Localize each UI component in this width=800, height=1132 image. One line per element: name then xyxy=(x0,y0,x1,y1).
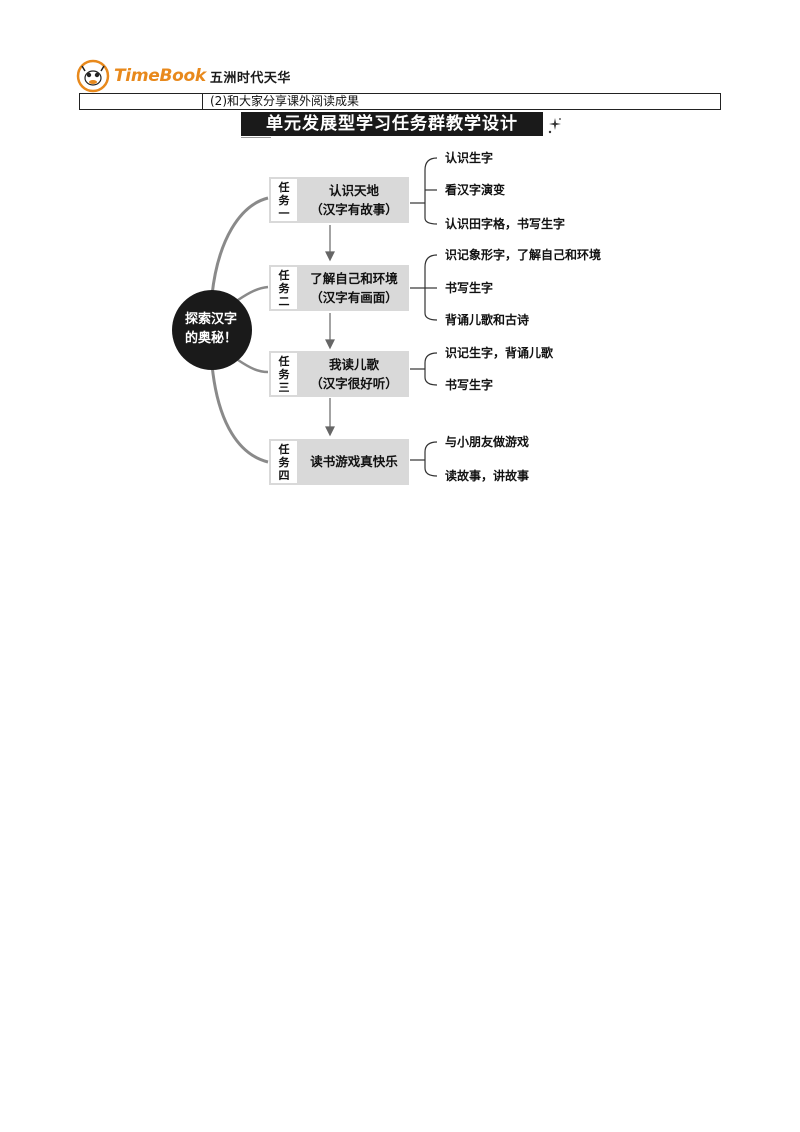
cow-mascot-icon xyxy=(76,59,110,93)
subtask-3-1: 识记生字，背诵儿歌 xyxy=(445,346,554,360)
tag-char: 任 xyxy=(278,442,290,456)
bracket-task-4 xyxy=(410,441,438,477)
bracket-task-1 xyxy=(410,157,438,225)
task-box-4: 任 务 四 读书游戏真快乐 xyxy=(269,439,409,485)
subtask-1-2: 看汉字演变 xyxy=(445,183,506,197)
center-node-label: 探索汉字 的奥秘！ xyxy=(170,310,252,348)
subtask-4-2: 读故事，讲故事 xyxy=(445,469,530,483)
tag-char: 务 xyxy=(278,193,290,207)
task-title-line: 认识天地 xyxy=(328,183,379,198)
task-box-3: 任 务 三 我读儿歌 （汉字很好听） xyxy=(269,351,409,397)
subtask-4-1: 与小朋友做游戏 xyxy=(445,435,530,449)
branch-task-4 xyxy=(210,364,269,464)
arrow-2-3 xyxy=(325,313,335,350)
logo-brand-text: TimeBook xyxy=(114,66,206,86)
bracket-task-3 xyxy=(410,352,438,386)
task-title-4: 读书游戏真快乐 xyxy=(299,452,409,471)
task-title-3: 我读儿歌 （汉字很好听） xyxy=(299,355,409,393)
tag-char: 三 xyxy=(278,380,290,394)
tag-char: 二 xyxy=(278,294,290,308)
tag-char: 务 xyxy=(278,455,290,469)
branch-task-1 xyxy=(210,196,269,296)
center-line-1: 探索汉字 xyxy=(184,312,237,327)
arrow-1-2 xyxy=(325,225,335,262)
logo-sub-text: 五洲时代天华 xyxy=(209,70,291,86)
tag-char: 一 xyxy=(278,206,290,220)
tag-char: 任 xyxy=(278,180,290,194)
task-title-line: （汉字有画面） xyxy=(310,290,398,305)
center-node xyxy=(172,290,252,370)
task-title-line: 我读儿歌 xyxy=(328,357,379,372)
banner-underline xyxy=(241,137,271,138)
sparkle-icon xyxy=(548,118,561,134)
subtask-2-2: 书写生字 xyxy=(445,281,494,295)
subtask-2-1: 识记象形字，了解自己和环境 xyxy=(445,248,602,262)
task-title-line: （汉字有故事） xyxy=(310,202,398,217)
task-tag-1: 任 务 一 xyxy=(271,179,297,221)
subtask-1-1: 认识生字 xyxy=(445,151,494,165)
task-tag-3: 任 务 三 xyxy=(271,353,297,395)
tag-char: 四 xyxy=(278,468,290,482)
task-box-1: 任 务 一 认识天地 （汉字有故事） xyxy=(269,177,409,223)
bracket-task-2 xyxy=(410,254,438,321)
tag-char: 务 xyxy=(278,281,290,295)
task-tag-4: 任 务 四 xyxy=(271,441,297,483)
subtask-1-3: 认识田字格，书写生字 xyxy=(445,217,566,231)
table-row: (2)和大家分享课外阅读成果 xyxy=(79,93,721,110)
branch-task-2 xyxy=(237,285,269,302)
timebook-logo: TimeBook 五洲时代天华 xyxy=(76,58,291,94)
subtask-2-3: 背诵儿歌和古诗 xyxy=(445,313,530,327)
arrow-3-4 xyxy=(325,398,335,437)
task-title-line: 了解自己和环境 xyxy=(310,271,398,286)
tag-char: 务 xyxy=(278,367,290,381)
task-title-1: 认识天地 （汉字有故事） xyxy=(299,181,409,219)
tag-char: 任 xyxy=(278,354,290,368)
task-title-line: （汉字很好听） xyxy=(310,376,398,391)
task-title-2: 了解自己和环境 （汉字有画面） xyxy=(299,269,409,307)
branch-task-3 xyxy=(237,358,269,374)
banner-title: 单元发展型学习任务群教学设计 xyxy=(241,112,543,136)
center-line-2: 的奥秘！ xyxy=(184,331,237,346)
tag-char: 任 xyxy=(278,268,290,282)
task-box-2: 任 务 二 了解自己和环境 （汉字有画面） xyxy=(269,265,409,311)
subtask-3-2: 书写生字 xyxy=(445,378,494,392)
table-divider xyxy=(202,94,203,109)
table-cell-text: (2)和大家分享课外阅读成果 xyxy=(210,94,359,108)
task-tag-2: 任 务 二 xyxy=(271,267,297,309)
task-title-line: 读书游戏真快乐 xyxy=(310,454,398,469)
